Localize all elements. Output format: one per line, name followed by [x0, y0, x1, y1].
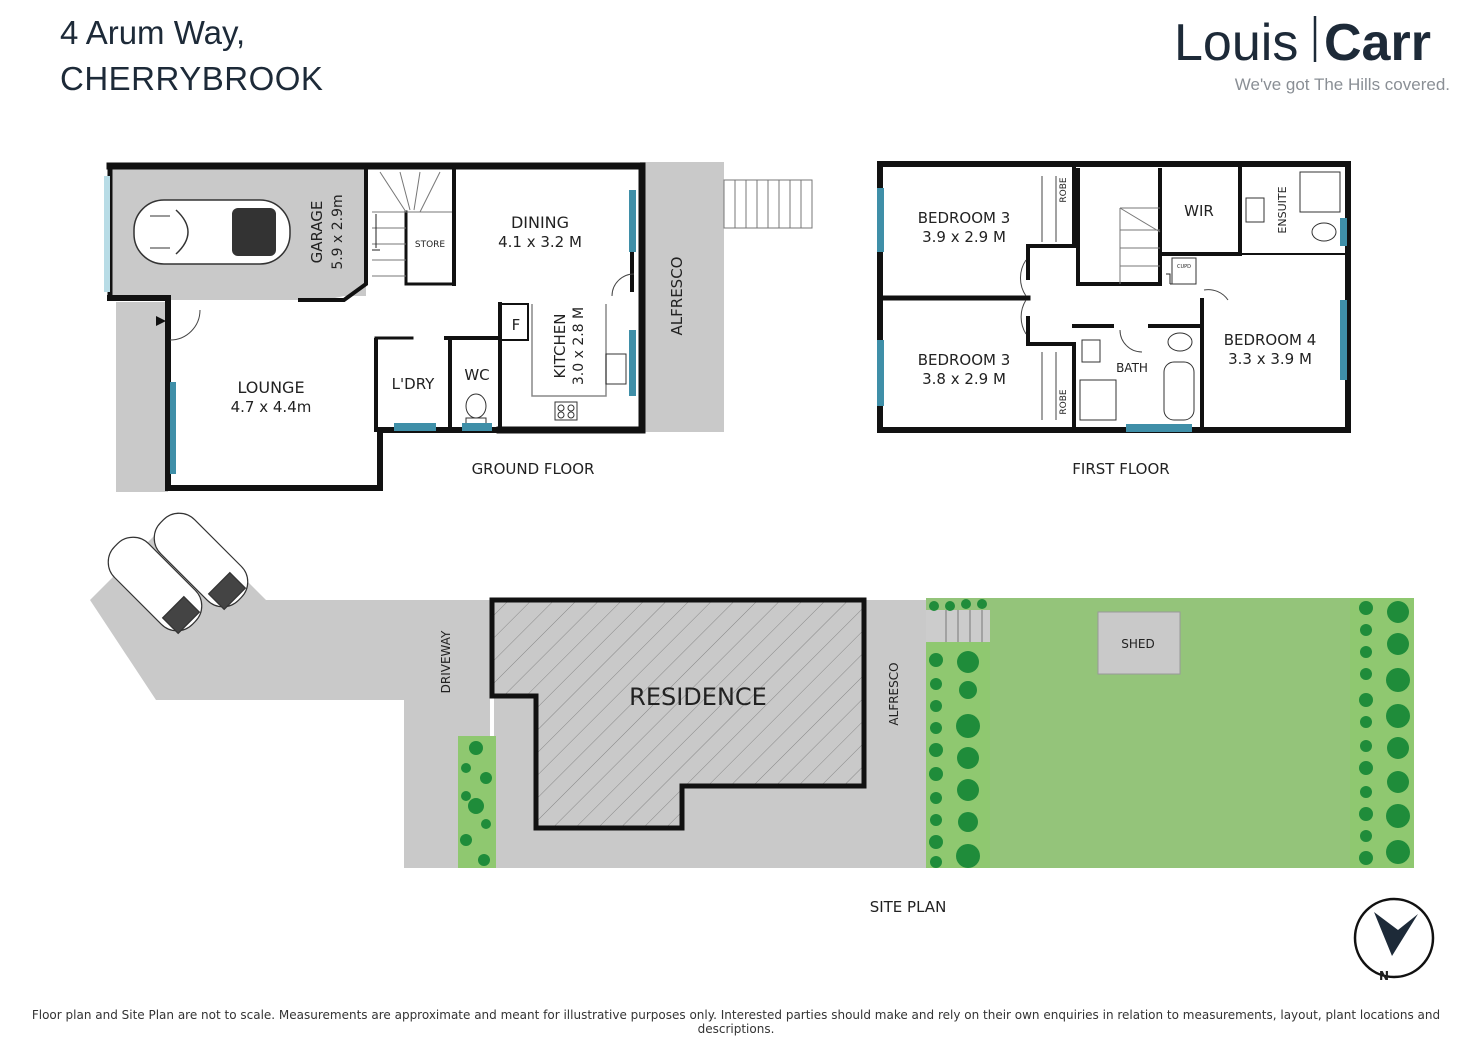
- bath-door-swing: [1119, 329, 1143, 353]
- lounge-label: LOUNGE: [237, 378, 304, 397]
- north-arrow-icon: N: [1353, 897, 1435, 983]
- bath-label: BATH: [1116, 361, 1148, 375]
- address-suburb: CHERRYBROOK: [60, 60, 324, 97]
- site-alfresco-label: ALFRESCO: [887, 662, 901, 725]
- ground-stairs: [372, 171, 452, 277]
- robe-top-label: ROBE: [1059, 177, 1069, 203]
- bed3-top-door-swing: [1020, 259, 1027, 297]
- shower-icon: [1079, 379, 1117, 421]
- first-floor-plan: BEDROOM 3 3.9 x 2.9 M ROBE WIR ENSUITE C…: [877, 161, 1351, 478]
- first-floor-title: FIRST FLOOR: [1072, 460, 1169, 478]
- ensuite-toilet-icon: [1311, 222, 1337, 242]
- bed4-label: BEDROOM 4: [1224, 331, 1317, 349]
- bed3-bottom-door-swing: [1020, 299, 1027, 335]
- ground-alfresco-label: ALFRESCO: [668, 257, 686, 336]
- bed3-bottom-label: BEDROOM 3: [918, 351, 1011, 369]
- laundry-label: L'DRY: [392, 375, 435, 393]
- alfresco-steps: [723, 179, 813, 229]
- robe-arrows: [1041, 176, 1057, 420]
- dining-label: DINING: [511, 213, 569, 232]
- residence-footprint: [489, 597, 867, 831]
- garage-dims: 5.9 x 2.9m: [330, 194, 346, 269]
- site-plan-title: SITE PLAN: [870, 898, 947, 916]
- residence-label: RESIDENCE: [629, 683, 767, 711]
- driveway-label: DRIVEWAY: [439, 630, 453, 693]
- logo-name-left: Louis: [1174, 14, 1298, 72]
- ensuite-label: ENSUITE: [1276, 186, 1289, 233]
- robe-bottom-label: ROBE: [1059, 389, 1069, 415]
- dining-dims: 4.1 x 3.2 M: [498, 233, 582, 251]
- kitchen-dims: 3.0 x 2.8 M: [571, 307, 587, 385]
- bath-toilet-icon: [1167, 332, 1193, 352]
- shrub-icons: [460, 599, 1410, 868]
- entry-arrow-icon: [156, 316, 166, 326]
- cupboard-box: [1171, 257, 1197, 285]
- fridge-label: F: [512, 316, 521, 334]
- kitchen-sink-icon: [605, 353, 627, 385]
- cupboard-label: CUPD: [1177, 264, 1191, 270]
- north-label: N: [1379, 969, 1389, 983]
- bed4-door-swing: [1203, 289, 1229, 301]
- floor-plans: GARAGE 5.9 x 2.9m STORE DINING 4.1 x 3.2…: [90, 161, 1435, 983]
- ground-alfresco-floor: [640, 162, 724, 432]
- cooktop-icon: [554, 401, 578, 421]
- address-line-1: 4 Arum Way,: [60, 14, 246, 51]
- bed3-top-dims: 3.9 x 2.9 M: [922, 228, 1006, 246]
- bed3-top-label: BEDROOM 3: [918, 209, 1011, 227]
- alfresco-door-swing: [611, 273, 635, 297]
- ground-windows: [104, 176, 636, 474]
- wc-label: WC: [464, 366, 489, 384]
- site-plan: DRIVEWAY RESIDENCE ALFRESCO SHED SITE PL…: [90, 512, 1414, 916]
- bed4-dims: 3.3 x 3.9 M: [1228, 350, 1312, 368]
- shed-label: SHED: [1121, 637, 1154, 651]
- ground-floor-plan: GARAGE 5.9 x 2.9m STORE DINING 4.1 x 3.2…: [104, 162, 813, 492]
- toilet-icon: [465, 393, 487, 427]
- logo-name-right: Carr: [1324, 14, 1431, 72]
- garage-car-icon: [133, 199, 291, 265]
- first-floor-walls: [877, 161, 1351, 433]
- louis-carr-logo: Louis Carr We've got The Hills covered.: [1174, 14, 1450, 94]
- disclaimer-text: Floor plan and Site Plan are not to scal…: [31, 1008, 1441, 1036]
- bathtub-icon: [1163, 361, 1195, 421]
- entry-path: [116, 302, 168, 492]
- ground-floor-title: GROUND FLOOR: [472, 460, 595, 478]
- bed3-bottom-dims: 3.8 x 2.9 M: [922, 370, 1006, 388]
- first-stairs: [1119, 207, 1178, 285]
- bath-basin-icon: [1081, 339, 1101, 363]
- kitchen-label: KITCHEN: [551, 314, 569, 379]
- ensuite-shower-icon: [1299, 171, 1341, 213]
- logo-tagline: We've got The Hills covered.: [1235, 75, 1450, 94]
- shed-footprint: [1097, 611, 1181, 675]
- lounge-dims: 4.7 x 4.4m: [231, 398, 312, 416]
- wir-label: WIR: [1184, 202, 1214, 220]
- ensuite-basin-icon: [1245, 197, 1265, 223]
- first-windows: [877, 188, 1347, 432]
- entry-door-swing: [169, 309, 201, 341]
- garage-label: GARAGE: [308, 201, 326, 264]
- parked-car-icon: [107, 512, 249, 635]
- site-steps-lines: [945, 610, 983, 642]
- store-label: STORE: [415, 240, 446, 250]
- kitchen-bench: [531, 304, 607, 397]
